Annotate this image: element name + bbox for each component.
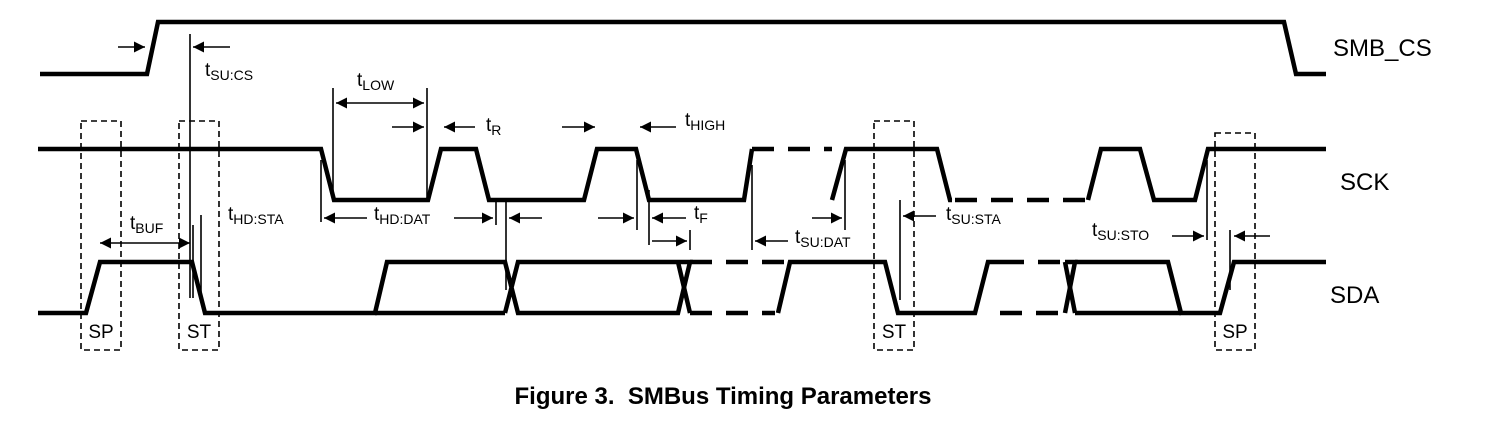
sp-box-left [80, 120, 122, 351]
label-thd-dat: tHD:DAT [374, 204, 431, 227]
figure-caption: Figure 3. SMBus Timing Parameters [514, 383, 931, 410]
label-tf: tF [694, 203, 708, 226]
label-thd-sta: tHD:STA [228, 204, 284, 227]
signal-label-sck: SCK [1340, 169, 1389, 196]
st-label-left: ST [187, 322, 212, 343]
cs-waveform [40, 19, 1326, 77]
st-box-right [873, 120, 915, 351]
st-box-left [178, 120, 220, 351]
sck-waveform [38, 146, 1326, 203]
sda-waveform [38, 259, 1326, 316]
marker-boxes [80, 120, 1256, 351]
label-thigh: tHIGH [685, 110, 725, 133]
reference-lines [189, 34, 1231, 300]
sp-label-left: SP [88, 322, 113, 343]
signal-label-cs: SMB_CS [1333, 35, 1432, 62]
signal-label-sda: SDA [1330, 282, 1379, 309]
sp-label-right: SP [1222, 322, 1247, 343]
label-tlow: tLOW [357, 70, 395, 93]
label-tsu-dat: tSU:DAT [795, 227, 851, 250]
sp-box-right [1214, 132, 1256, 351]
label-tsu-cs: tSU:CS [205, 60, 253, 83]
label-tr: tR [486, 115, 501, 138]
label-tbuf: tBUF [130, 213, 163, 236]
label-tsu-sta: tSU:STA [946, 204, 1001, 227]
st-label-right: ST [882, 322, 907, 343]
timing-arrows [100, 41, 1270, 249]
label-tsu-sto: tSU:STO [1092, 220, 1149, 243]
